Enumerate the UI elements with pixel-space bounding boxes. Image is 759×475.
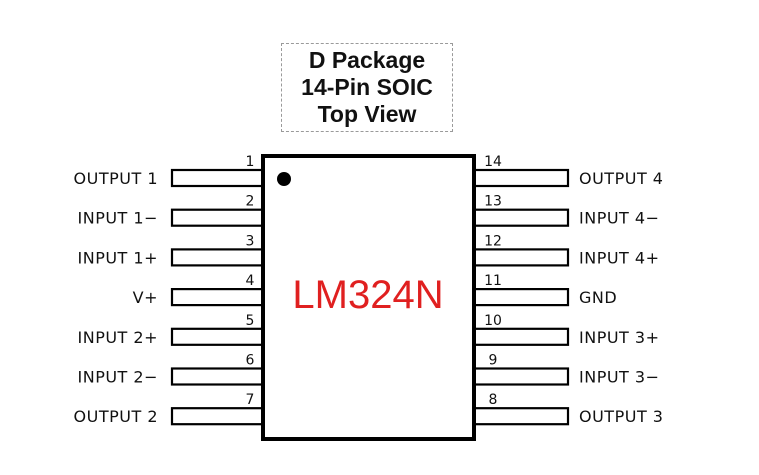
right-pin-label: INPUT 3− [579,368,660,387]
right-pin-label: INPUT 4+ [579,248,660,267]
package-title-line-2: 14-Pin SOIC [301,74,433,100]
left-pin-label: INPUT 2+ [78,328,159,347]
left-pin-label: INPUT 2− [78,368,159,387]
right-pin-lead [471,168,570,188]
right-pin-lead [471,367,570,386]
left-pin-number: 4 [246,273,255,289]
right-pin-label: GND [579,288,617,307]
right-pin-lead [471,248,570,267]
right-pin-lead [471,327,570,346]
right-pin-number: 13 [484,194,502,210]
right-pin-label: OUTPUT 4 [579,169,663,188]
package-title-line-3: Top View [317,101,417,127]
left-pin-label: OUTPUT 1 [74,169,158,188]
right-pin-number: 11 [484,273,502,289]
left-pin-number: 2 [246,194,255,210]
right-pin-lead [471,407,570,426]
right-pin-number: 14 [484,154,502,170]
left-pin-lead [170,168,266,188]
left-pin-lead [170,327,266,346]
left-pin-label: V+ [133,288,158,307]
package-title-box: D Package 14-Pin SOIC Top View [281,43,453,132]
left-pin-lead [170,407,266,426]
chip-body [261,154,476,441]
left-pin-label: INPUT 1+ [78,248,159,267]
right-pin-label: INPUT 4− [579,209,660,228]
left-pin-number: 5 [246,313,255,329]
right-pin-label: OUTPUT 3 [579,407,663,426]
pin1-indicator-dot [277,172,291,186]
right-pin-label: INPUT 3+ [579,328,660,347]
left-pin-number: 1 [246,154,255,170]
right-pin-number: 10 [484,313,502,329]
right-pin-lead [471,288,570,307]
left-pin-lead [170,367,266,386]
package-title-line-1: D Package [308,47,426,73]
right-pin-lead [471,208,570,227]
left-pin-lead [170,208,266,227]
chip-label: LM324N [292,273,443,317]
left-pin-lead [170,288,266,307]
right-pin-number: 8 [489,392,498,408]
left-pin-number: 6 [246,353,255,369]
right-pin-number: 12 [484,233,502,249]
left-pin-label: INPUT 1− [78,209,159,228]
left-pin-number: 7 [246,392,255,408]
left-pin-number: 3 [246,233,255,249]
left-pin-lead [170,248,266,267]
left-pin-label: OUTPUT 2 [74,407,158,426]
right-pin-number: 9 [489,353,498,369]
